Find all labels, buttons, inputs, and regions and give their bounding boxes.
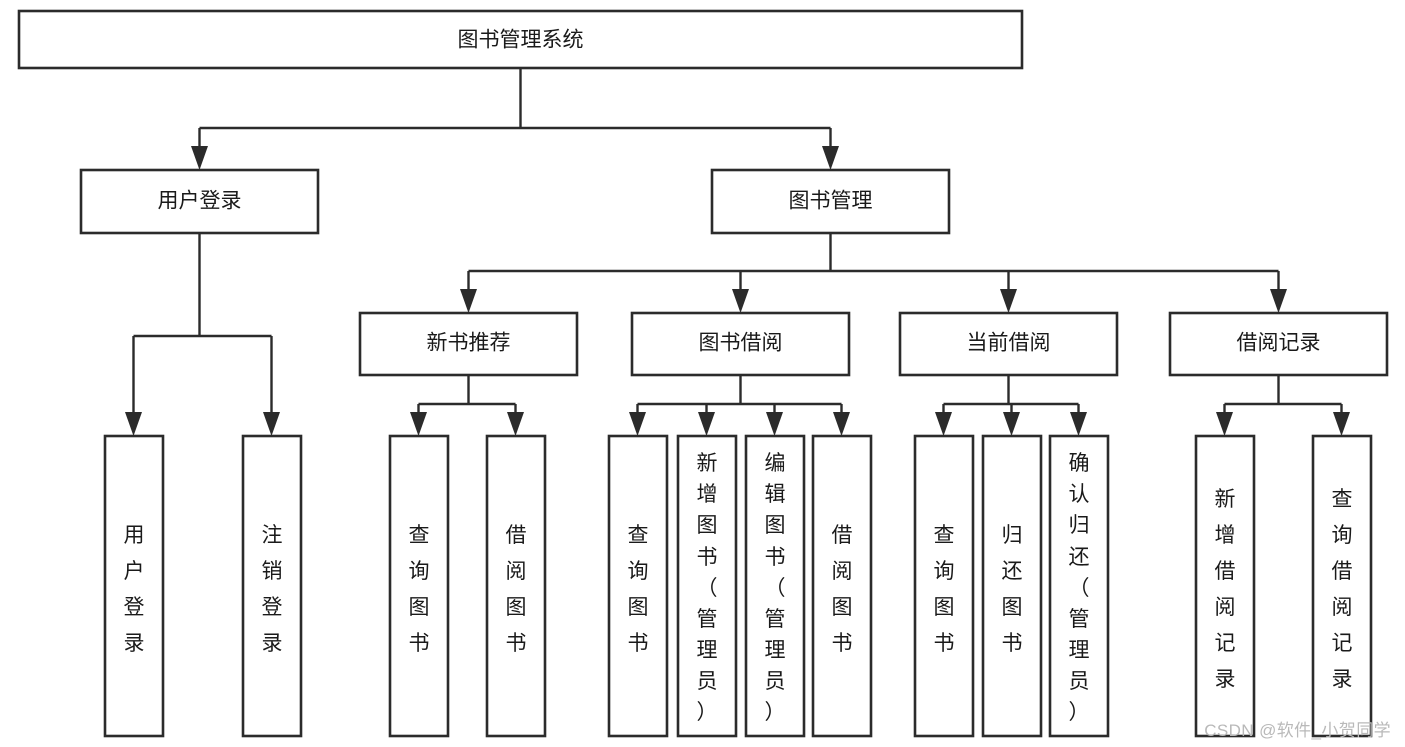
node-new-book-recommend-label: 新书推荐 — [427, 332, 511, 355]
arrow-head-book-borrow — [732, 289, 749, 313]
node-leaf-add-book-box[interactable] — [676, 434, 738, 738]
node-leaf-add-book[interactable]: 新增图书（管理员） — [676, 434, 738, 738]
node-leaf-edit-book-label: 编辑图书（管理员） — [765, 452, 786, 724]
node-user-login-box[interactable] — [79, 168, 320, 235]
node-leaf-query-book-1[interactable]: 查询图书 — [388, 434, 450, 738]
node-leaf-logout-login-label: 注销登录 — [262, 524, 283, 655]
node-leaf-edit-book[interactable]: 编辑图书（管理员） — [744, 434, 806, 738]
node-leaf-query-record[interactable]: 查询借阅记录 — [1311, 434, 1373, 738]
node-new-book-recommend-box[interactable] — [358, 311, 579, 377]
node-book-borrow-box[interactable] — [630, 311, 851, 377]
node-book-borrow-label: 图书借阅 — [699, 332, 783, 355]
arrow-head-new-book-recommend — [460, 289, 477, 313]
node-leaf-borrow-book-2[interactable]: 借阅图书 — [811, 434, 873, 738]
node-current-borrow[interactable]: 当前借阅 — [898, 311, 1119, 377]
node-leaf-query-book-3-label: 查询图书 — [934, 524, 955, 655]
arrow-head-leaf-add-book — [698, 412, 715, 436]
arrow-head-leaf-query-book-2 — [629, 412, 646, 436]
arrow-head-user-login — [191, 146, 208, 170]
node-leaf-borrow-book-1[interactable]: 借阅图书 — [485, 434, 547, 738]
node-leaf-confirm-return[interactable]: 确认归还（管理员） — [1048, 434, 1110, 738]
node-leaf-borrow-book-1-label: 借阅图书 — [506, 524, 527, 655]
arrow-head-leaf-query-book-1 — [410, 412, 427, 436]
node-book-borrow[interactable]: 图书借阅 — [630, 311, 851, 377]
node-leaf-query-book-3[interactable]: 查询图书 — [913, 434, 975, 738]
node-leaf-user-login[interactable]: 用户登录 — [103, 434, 165, 738]
node-leaf-query-record-label: 查询借阅记录 — [1332, 488, 1353, 691]
node-leaf-query-record-box[interactable] — [1311, 434, 1373, 738]
node-leaf-query-book-2-box[interactable] — [607, 434, 669, 738]
node-root-label: 图书管理系统 — [458, 29, 584, 52]
arrow-head-leaf-logout-login — [263, 412, 280, 436]
node-borrow-record[interactable]: 借阅记录 — [1168, 311, 1389, 377]
node-root[interactable]: 图书管理系统 — [17, 9, 1024, 70]
node-leaf-user-login-box[interactable] — [103, 434, 165, 738]
node-user-login[interactable]: 用户登录 — [79, 168, 320, 235]
node-leaf-edit-book-box[interactable] — [744, 434, 806, 738]
node-leaf-borrow-book-2-box[interactable] — [811, 434, 873, 738]
node-leaf-query-book-1-label: 查询图书 — [409, 524, 430, 655]
node-leaf-return-book[interactable]: 归还图书 — [981, 434, 1043, 738]
node-leaf-user-login-label: 用户登录 — [124, 524, 145, 655]
node-root-box[interactable] — [17, 9, 1024, 70]
arrow-head-leaf-borrow-book-1 — [507, 412, 524, 436]
node-leaf-borrow-book-2-label: 借阅图书 — [832, 524, 853, 655]
arrow-head-leaf-add-record — [1216, 412, 1233, 436]
node-book-manage[interactable]: 图书管理 — [710, 168, 951, 235]
node-leaf-confirm-return-label: 确认归还（管理员） — [1069, 452, 1090, 724]
node-current-borrow-box[interactable] — [898, 311, 1119, 377]
node-leaf-query-book-2-label: 查询图书 — [628, 524, 649, 655]
node-leaf-add-record[interactable]: 新增借阅记录 — [1194, 434, 1256, 738]
node-leaf-borrow-book-1-box[interactable] — [485, 434, 547, 738]
node-leaf-confirm-return-box[interactable] — [1048, 434, 1110, 738]
node-leaf-add-book-label: 新增图书（管理员） — [697, 452, 718, 724]
arrow-head-leaf-confirm-return — [1070, 412, 1087, 436]
arrow-head-leaf-borrow-book-2 — [833, 412, 850, 436]
node-leaf-add-record-box[interactable] — [1194, 434, 1256, 738]
node-leaf-return-book-box[interactable] — [981, 434, 1043, 738]
node-borrow-record-label: 借阅记录 — [1237, 332, 1321, 355]
arrow-head-leaf-query-book-3 — [935, 412, 952, 436]
arrow-head-leaf-user-login — [125, 412, 142, 436]
node-current-borrow-label: 当前借阅 — [967, 332, 1051, 355]
arrow-head-leaf-query-record — [1333, 412, 1350, 436]
node-borrow-record-box[interactable] — [1168, 311, 1389, 377]
node-leaf-add-record-label: 新增借阅记录 — [1215, 488, 1236, 691]
node-book-manage-label: 图书管理 — [789, 190, 873, 213]
node-leaf-return-book-label: 归还图书 — [1002, 524, 1023, 655]
arrow-head-book-manage — [822, 146, 839, 170]
node-user-login-label: 用户登录 — [158, 190, 242, 213]
arrow-head-current-borrow — [1000, 289, 1017, 313]
node-new-book-recommend[interactable]: 新书推荐 — [358, 311, 579, 377]
node-leaf-logout-login[interactable]: 注销登录 — [241, 434, 303, 738]
arrow-head-leaf-edit-book — [766, 412, 783, 436]
node-leaf-query-book-2[interactable]: 查询图书 — [607, 434, 669, 738]
arrow-head-leaf-return-book — [1003, 412, 1020, 436]
arrow-head-borrow-record — [1270, 289, 1287, 313]
node-leaf-query-book-1-box[interactable] — [388, 434, 450, 738]
node-leaf-query-book-3-box[interactable] — [913, 434, 975, 738]
node-leaf-logout-login-box[interactable] — [241, 434, 303, 738]
connector-group — [125, 68, 1350, 436]
node-book-manage-box[interactable] — [710, 168, 951, 235]
